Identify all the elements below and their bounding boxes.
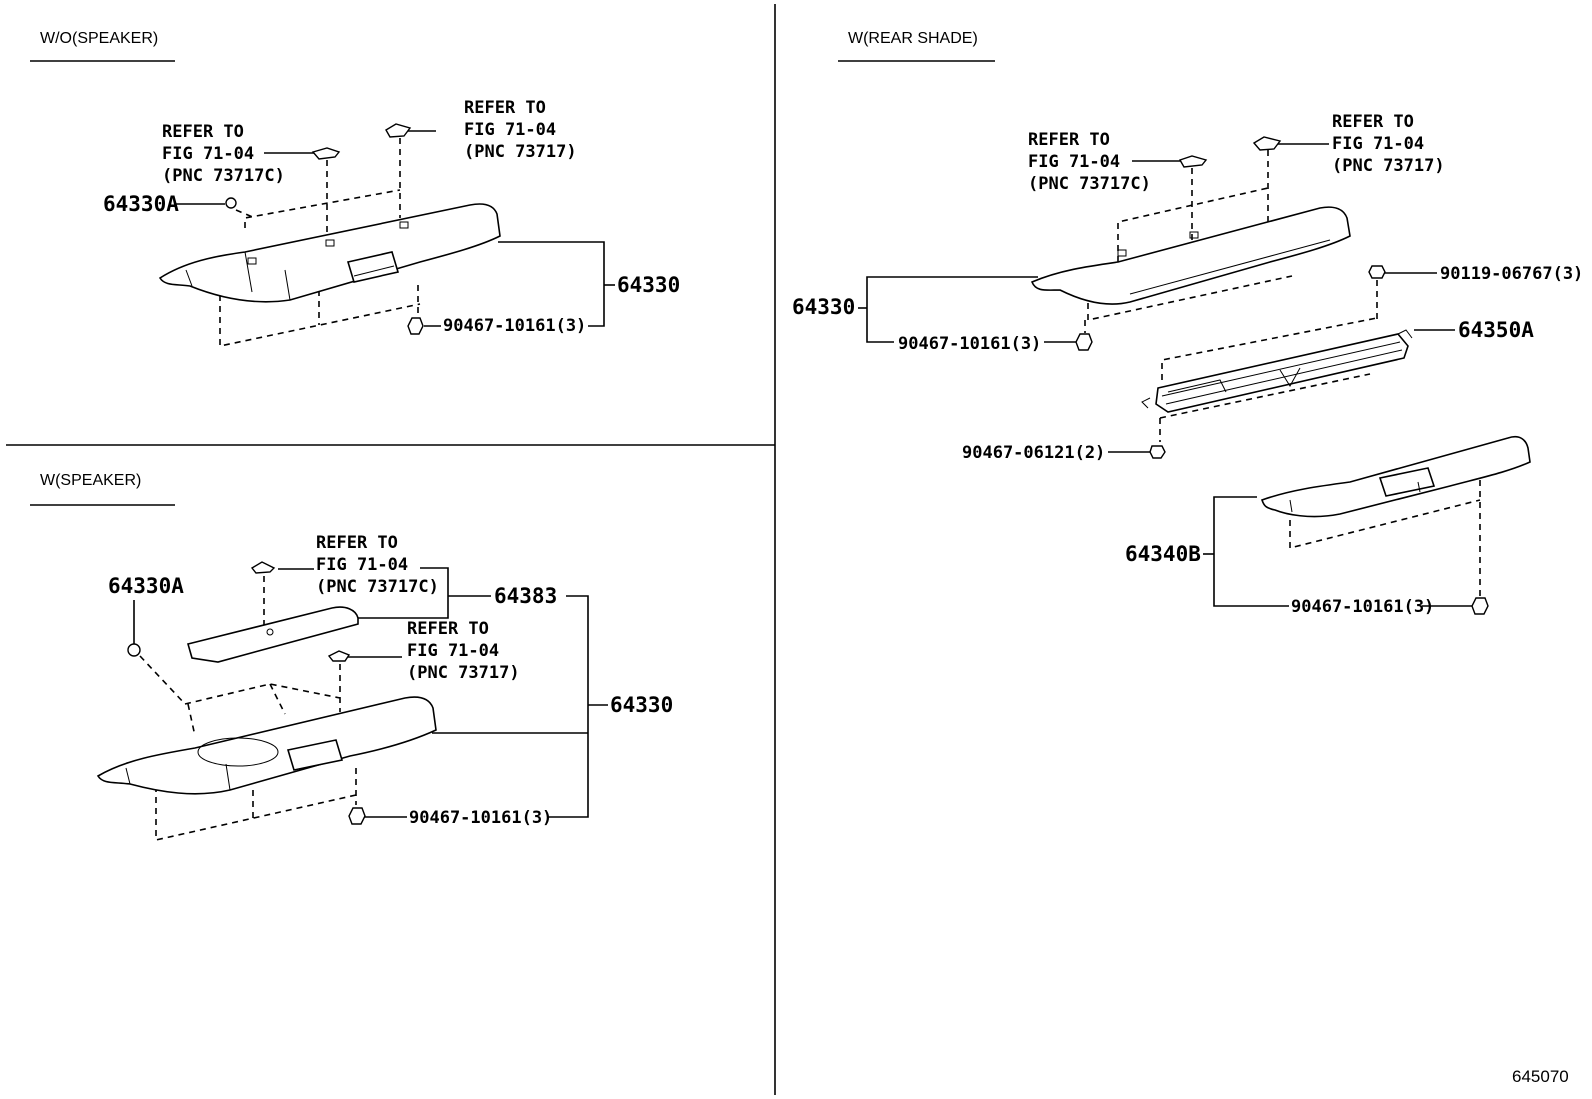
trim-panel-64330: [1030, 206, 1351, 305]
clip-icon: [1178, 155, 1208, 168]
part-number-64330: 64330: [792, 295, 855, 319]
refer-label-line3: (PNC 73717C): [316, 577, 439, 597]
part-number-64383: 64383: [494, 584, 557, 608]
screw-icon: [348, 807, 366, 825]
refer-label-line2: FIG 71-04: [407, 641, 499, 661]
section-title-w-speaker: W(SPEAKER): [40, 472, 141, 489]
clip-icon: [327, 650, 351, 662]
refer-label-line1: REFER TO: [407, 619, 489, 639]
clip-icon: [1252, 136, 1282, 151]
part-number-64330a: 64330A: [103, 192, 179, 216]
part-number-bolt: 90119-06767(3): [1440, 264, 1583, 284]
refer-label-line2: FIG 71-04: [1028, 152, 1120, 172]
bolt-icon: [1368, 265, 1386, 279]
screw-icon: [1075, 333, 1093, 351]
part-number-screw: 90467-10161(3): [898, 334, 1041, 354]
clip-icon: [311, 147, 341, 160]
screw-icon: [1471, 597, 1489, 615]
figure-number: 645070: [1512, 1067, 1569, 1086]
part-number-64340b: 64340B: [1125, 542, 1201, 566]
part-number-64330a: 64330A: [108, 574, 184, 598]
part-number-screw: 90467-10161(3): [409, 808, 552, 828]
refer-label-line2: FIG 71-04: [162, 144, 254, 164]
refer-label-line1: REFER TO: [1028, 130, 1110, 150]
part-number-64330: 64330: [610, 693, 673, 717]
refer-label-line2: FIG 71-04: [464, 120, 556, 140]
part-number-shade-clip: 90467-06121(2): [962, 443, 1105, 463]
refer-label-line3: (PNC 73717C): [1028, 174, 1151, 194]
trim-panel-64330: [96, 696, 437, 795]
part-number-64350a: 64350A: [1458, 318, 1534, 342]
trim-panel-64330: [158, 203, 501, 303]
refer-label-line2: FIG 71-04: [1332, 134, 1424, 154]
speaker-cover-64383: [187, 606, 359, 663]
section-title-w-rear-shade: W(REAR SHADE): [848, 30, 978, 47]
part-number-screw-lower: 90467-10161(3): [1291, 597, 1434, 617]
part-number-screw: 90467-10161(3): [443, 316, 586, 336]
clip-icon: [127, 643, 141, 657]
refer-label-line1: REFER TO: [1332, 112, 1414, 132]
refer-label-line1: REFER TO: [162, 122, 244, 142]
clip-icon: [385, 123, 412, 138]
section-wo-speaker: W/O(SPEAKER) REFER TO FIG 71-04 (PNC 737…: [30, 30, 680, 347]
clip-icon: [250, 561, 276, 574]
section-w-speaker: W(SPEAKER) REFER TO FIG 71-04 (PNC 73717…: [30, 472, 673, 841]
refer-label-line1: REFER TO: [316, 533, 398, 553]
refer-label-line1: REFER TO: [464, 98, 546, 118]
part-number-64330: 64330: [617, 273, 680, 297]
section-w-rear-shade: W(REAR SHADE) REFER TO FIG 71-04 (PNC 73…: [792, 30, 1583, 617]
section-title-wo-speaker: W/O(SPEAKER): [40, 30, 158, 47]
refer-label-line3: (PNC 73717): [407, 663, 520, 683]
clip-icon: [1149, 445, 1166, 459]
refer-label-line3: (PNC 73717): [464, 142, 577, 162]
refer-label-line3: (PNC 73717C): [162, 166, 285, 186]
refer-label-line3: (PNC 73717): [1332, 156, 1445, 176]
screw-icon: [407, 317, 424, 335]
refer-label-line2: FIG 71-04: [316, 555, 408, 575]
clip-icon: [225, 197, 237, 209]
